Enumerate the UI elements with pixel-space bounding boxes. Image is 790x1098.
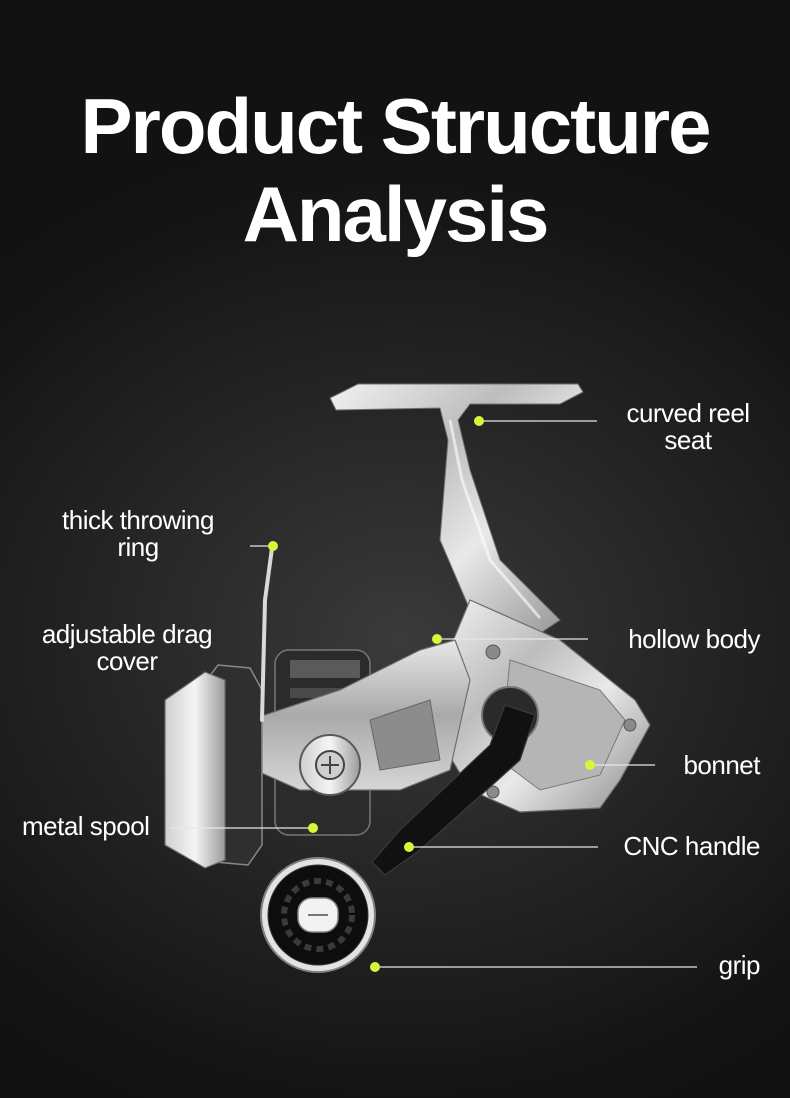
- bail-wire-shape: [260, 546, 274, 722]
- marker-grip: [370, 962, 380, 972]
- marker-curved-reel-seat: [474, 416, 484, 426]
- callout-cnc-handle: CNC handle: [600, 833, 760, 860]
- rotor-cutout: [369, 699, 441, 771]
- callout-hollow-body: hollow body: [590, 626, 760, 653]
- stem-highlight: [448, 419, 542, 619]
- callout-curved-reel-seat: curved reel seat: [606, 400, 770, 454]
- callout-thick-throwing-ring-line-2: ring: [117, 532, 159, 562]
- callout-thick-throwing-ring: thick throwing ring: [40, 507, 236, 561]
- callout-grip: grip: [690, 950, 761, 980]
- drag-knob-face: [164, 671, 226, 869]
- spool-band-1: [290, 660, 360, 678]
- callout-bonnet: bonnet: [640, 752, 760, 779]
- marker-metal-spool: [308, 823, 318, 833]
- body-bolt-3: [486, 785, 500, 799]
- callout-adjustable-drag-cover: adjustable drag cover: [22, 621, 232, 675]
- callout-hollow-body-line-1: hollow body: [628, 624, 760, 654]
- marker-bonnet: [585, 760, 595, 770]
- callout-cnc-handle-line-1: CNC handle: [623, 831, 760, 861]
- marker-hollow-body: [432, 634, 442, 644]
- handle-arm-shape: [371, 704, 536, 876]
- spool-band-2: [290, 688, 360, 698]
- callout-adjustable-drag-cover-line-1: adjustable drag: [41, 619, 213, 649]
- callout-curved-reel-seat-line-1: curved reel: [626, 398, 750, 428]
- title-line-1: Product Structure: [80, 82, 711, 170]
- callout-metal-spool-line-1: metal spool: [22, 811, 150, 841]
- reel-seat-shape: [329, 383, 584, 641]
- callout-metal-spool: metal spool: [22, 813, 172, 840]
- callout-adjustable-drag-cover-line-2: cover: [96, 646, 158, 676]
- page-title: Product Structure Analysis: [0, 82, 790, 258]
- body-bolt-1: [485, 644, 501, 660]
- marker-cnc-handle: [404, 842, 414, 852]
- callout-bonnet-line-1: bonnet: [683, 750, 760, 780]
- callout-grip-line-1: grip: [718, 950, 761, 980]
- callout-thick-throwing-ring-line-1: thick throwing: [62, 505, 214, 535]
- callout-curved-reel-seat-line-2: seat: [664, 425, 712, 455]
- body-bolt-2: [623, 718, 637, 732]
- title-line-2: Analysis: [242, 170, 550, 258]
- marker-thick-throwing-ring: [268, 541, 278, 551]
- grip-inner-ring: [281, 878, 355, 952]
